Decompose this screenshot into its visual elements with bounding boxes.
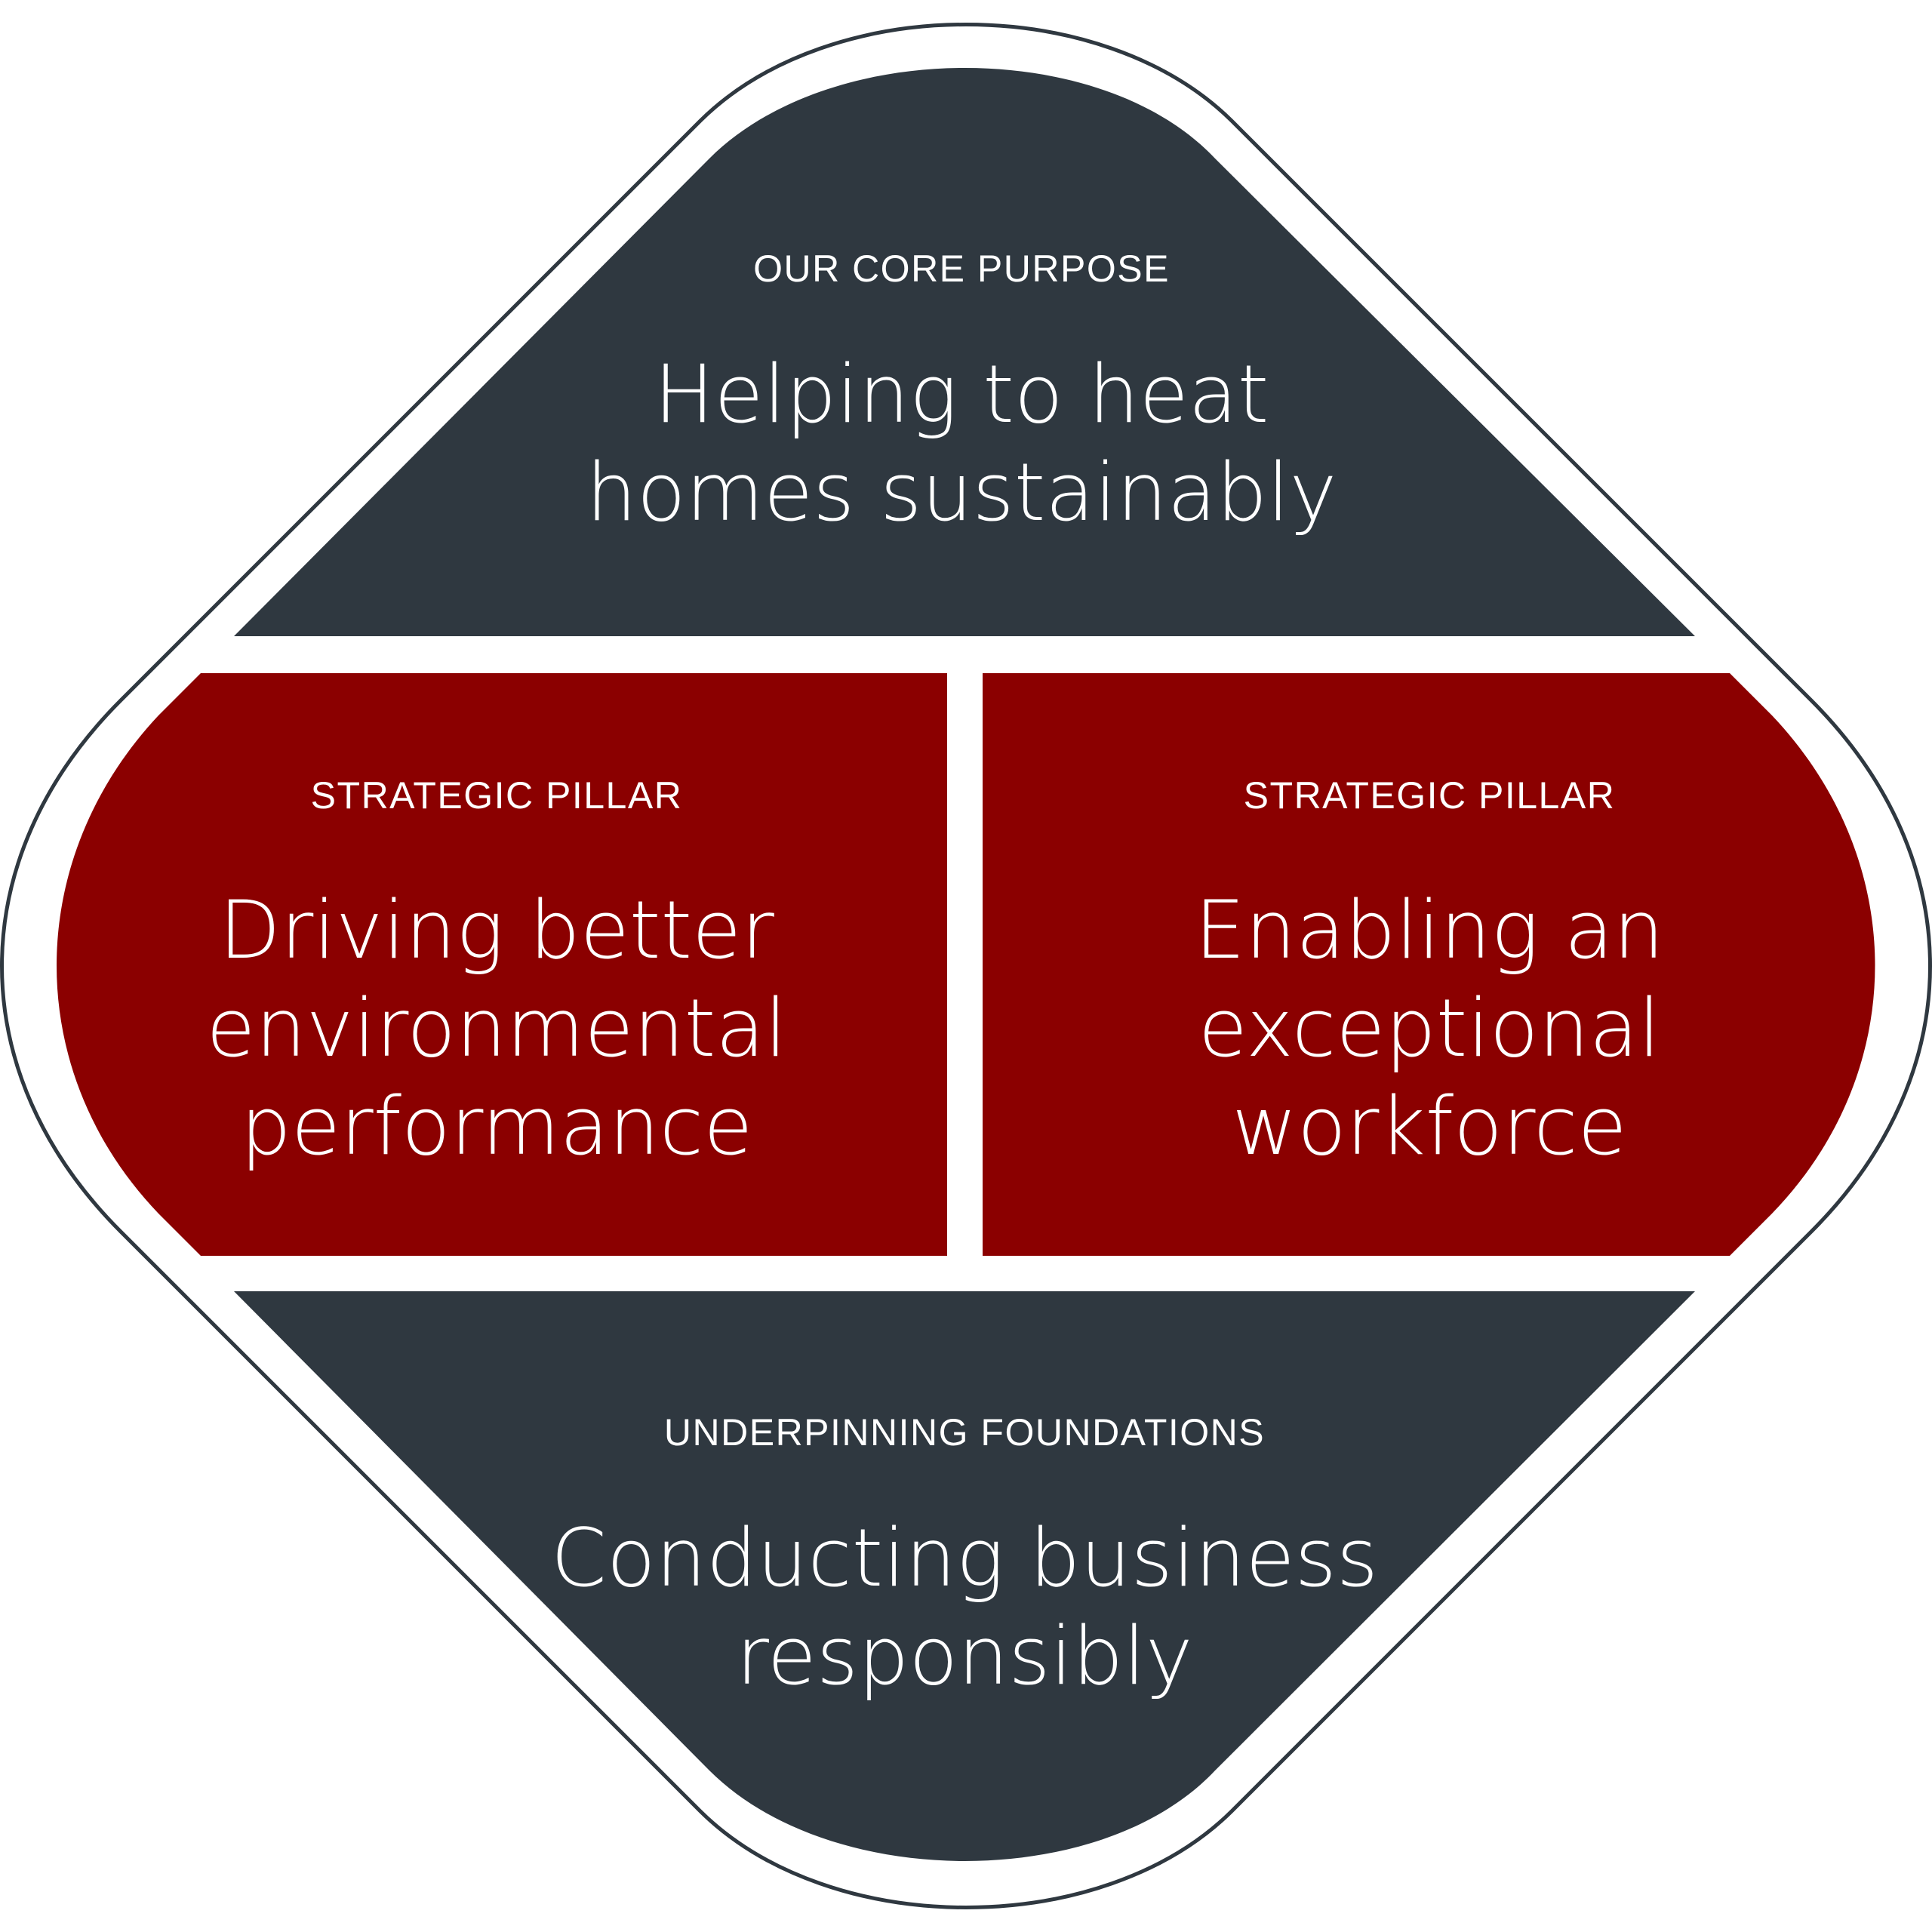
strategic-pillar-left-panel: [57, 673, 947, 1256]
strategic-pillar-right-heading: STRATEGIC PILLAR: [1243, 774, 1616, 817]
underpinning-foundations-line-1: Conducting business: [550, 1512, 1379, 1604]
strategic-pillar-left-heading: STRATEGIC PILLAR: [310, 774, 683, 817]
core-purpose-line-2: homes sustainably: [586, 446, 1337, 539]
core-purpose-panel: [234, 68, 1695, 636]
strategic-pillar-right-panel: [983, 673, 1875, 1256]
strategic-pillar-left-line-1: Driving better: [219, 884, 774, 977]
core-purpose-line-1: Helping to heat: [654, 348, 1269, 441]
underpinning-foundations-text: Conducting business responsibly: [551, 1509, 1378, 1706]
underpinning-foundations-line-2: responsibly: [736, 1610, 1193, 1703]
strategic-pillar-right-line-3: workforce: [1232, 1080, 1627, 1173]
underpinning-foundations-heading: UNDERPINNING FOUNDATIONS: [663, 1411, 1266, 1454]
core-purpose-text: Helping to heat homes sustainably: [586, 346, 1337, 542]
strategic-pillar-left-line-2: environmental: [206, 982, 787, 1075]
strategic-pillar-left-line-3: performance: [240, 1080, 753, 1173]
strategic-pillar-right-text: Enabling an exceptional workforce: [1195, 881, 1664, 1176]
underpinning-foundations-panel: [234, 1291, 1695, 1861]
core-purpose-heading: OUR CORE PURPOSE: [753, 248, 1170, 290]
strategic-pillar-left-text: Driving better environmental performance: [206, 881, 786, 1176]
strategic-pillar-right-line-1: Enabling an: [1195, 884, 1664, 977]
strategic-pillar-right-line-2: exceptional: [1198, 982, 1661, 1075]
